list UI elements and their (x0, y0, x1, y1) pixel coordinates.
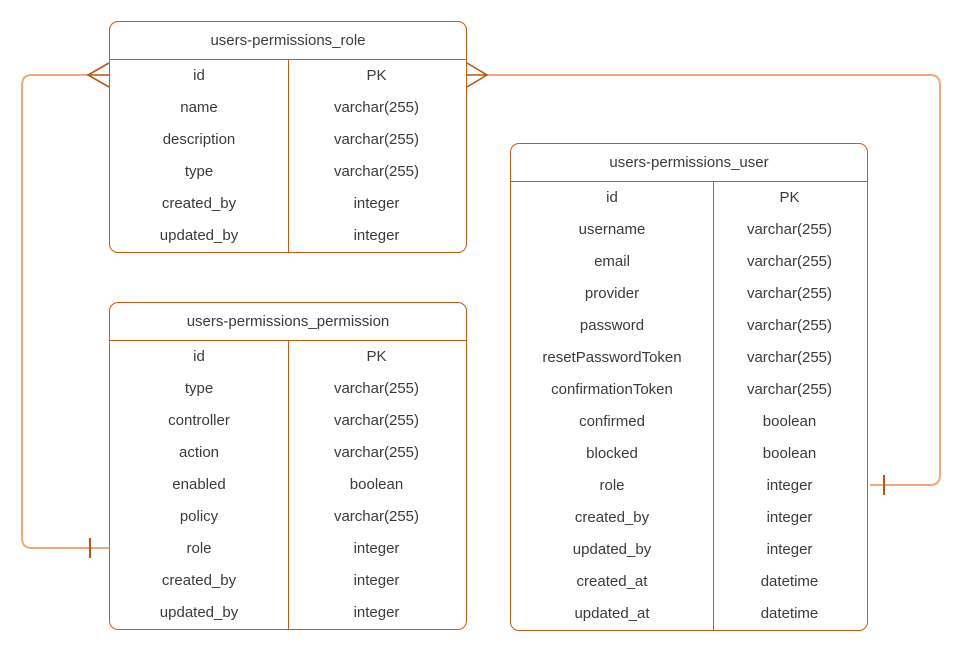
field-row[interactable]: action varchar(255) (110, 437, 466, 469)
field-type: varchar(255) (713, 246, 865, 278)
field-name: enabled (172, 476, 226, 493)
field-type: integer (288, 188, 464, 220)
field-row[interactable]: password varchar(255) (511, 310, 867, 342)
field-type: integer (713, 534, 865, 566)
field-type: varchar(255) (288, 501, 464, 533)
field-name: email (594, 253, 630, 270)
crow-foot-many-icon (466, 62, 489, 88)
crow-foot-many-icon (86, 62, 110, 88)
field-type: integer (288, 533, 464, 565)
field-row[interactable]: name varchar(255) (110, 92, 466, 124)
field-row[interactable]: created_by integer (110, 188, 466, 220)
field-type: integer (288, 220, 464, 252)
field-name: updated_by (572, 541, 652, 558)
field-row[interactable]: role integer (511, 470, 867, 502)
entity-table-users-permissions-role[interactable]: users-permissions_role id PK name varcha… (109, 21, 467, 253)
field-name: confirmationToken (551, 381, 673, 398)
entity-table-users-permissions-permission[interactable]: users-permissions_permission id PK type … (109, 302, 467, 630)
field-type: varchar(255) (288, 156, 464, 188)
field-row[interactable]: created_by integer (511, 502, 867, 534)
field-row[interactable]: type varchar(255) (110, 373, 466, 405)
field-type: datetime (713, 566, 865, 598)
field-name: controller (168, 412, 230, 429)
field-name: provider (584, 285, 640, 302)
field-name: confirmed (579, 413, 645, 430)
field-type: varchar(255) (713, 342, 865, 374)
field-name: description (162, 131, 236, 148)
field-name: role (599, 477, 625, 494)
field-type: integer (288, 597, 464, 629)
field-name: resetPasswordToken (542, 349, 682, 366)
field-name: username (578, 221, 646, 238)
field-type: integer (288, 565, 464, 597)
field-name: created_by (161, 195, 237, 212)
entity-table-users-permissions-user[interactable]: users-permissions_user id PK username va… (510, 143, 868, 631)
field-name: type (184, 380, 214, 397)
field-row[interactable]: type varchar(255) (110, 156, 466, 188)
field-name: created_by (161, 572, 237, 589)
field-name: id (193, 348, 205, 365)
field-row[interactable]: id PK (511, 182, 867, 214)
field-name: role (186, 540, 212, 557)
field-row[interactable]: updated_by integer (511, 534, 867, 566)
field-name: id (606, 189, 618, 206)
field-name: updated_by (159, 604, 239, 621)
field-type: PK (288, 341, 464, 373)
field-type: datetime (713, 598, 865, 630)
field-name: updated_by (159, 227, 239, 244)
field-row[interactable]: blocked boolean (511, 438, 867, 470)
field-type: varchar(255) (713, 310, 865, 342)
field-row[interactable]: description varchar(255) (110, 124, 466, 156)
entity-title: users-permissions_role (110, 22, 466, 60)
field-row[interactable]: updated_at datetime (511, 598, 867, 630)
field-name: created_at (576, 573, 648, 590)
entity-title: users-permissions_user (511, 144, 867, 182)
field-row[interactable]: id PK (110, 341, 466, 373)
field-row[interactable]: policy varchar(255) (110, 501, 466, 533)
field-type: PK (288, 60, 464, 92)
field-type: varchar(255) (713, 214, 865, 246)
field-name: updated_at (574, 605, 650, 622)
field-row[interactable]: role integer (110, 533, 466, 565)
field-row[interactable]: confirmed boolean (511, 406, 867, 438)
field-type: boolean (713, 438, 865, 470)
field-type: varchar(255) (288, 437, 464, 469)
field-row[interactable]: confirmationToken varchar(255) (511, 374, 867, 406)
field-type: varchar(255) (713, 278, 865, 310)
field-row[interactable]: updated_by integer (110, 220, 466, 252)
field-row[interactable]: controller varchar(255) (110, 405, 466, 437)
field-type: varchar(255) (288, 92, 464, 124)
field-name: password (579, 317, 645, 334)
field-row[interactable]: enabled boolean (110, 469, 466, 501)
field-row[interactable]: resetPasswordToken varchar(255) (511, 342, 867, 374)
field-row[interactable]: provider varchar(255) (511, 278, 867, 310)
field-name: action (178, 444, 220, 461)
edge-role-to-permission[interactable] (21, 74, 109, 549)
field-name: blocked (586, 445, 638, 462)
field-type: varchar(255) (288, 373, 464, 405)
field-type: varchar(255) (288, 405, 464, 437)
field-name: name (180, 99, 218, 116)
field-type: boolean (288, 469, 464, 501)
field-type: boolean (713, 406, 865, 438)
field-row[interactable]: created_at datetime (511, 566, 867, 598)
field-name: policy (179, 508, 219, 525)
field-name: created_by (574, 509, 650, 526)
field-name: id (193, 67, 205, 84)
field-type: PK (713, 182, 865, 214)
field-row[interactable]: email varchar(255) (511, 246, 867, 278)
field-type: varchar(255) (288, 124, 464, 156)
field-row[interactable]: id PK (110, 60, 466, 92)
edge-role-to-user[interactable] (487, 74, 941, 486)
entity-title: users-permissions_permission (110, 303, 466, 341)
field-row[interactable]: updated_by integer (110, 597, 466, 629)
field-type: integer (713, 502, 865, 534)
field-row[interactable]: username varchar(255) (511, 214, 867, 246)
field-name: type (184, 163, 214, 180)
field-type: integer (713, 470, 865, 502)
field-row[interactable]: created_by integer (110, 565, 466, 597)
field-type: varchar(255) (713, 374, 865, 406)
